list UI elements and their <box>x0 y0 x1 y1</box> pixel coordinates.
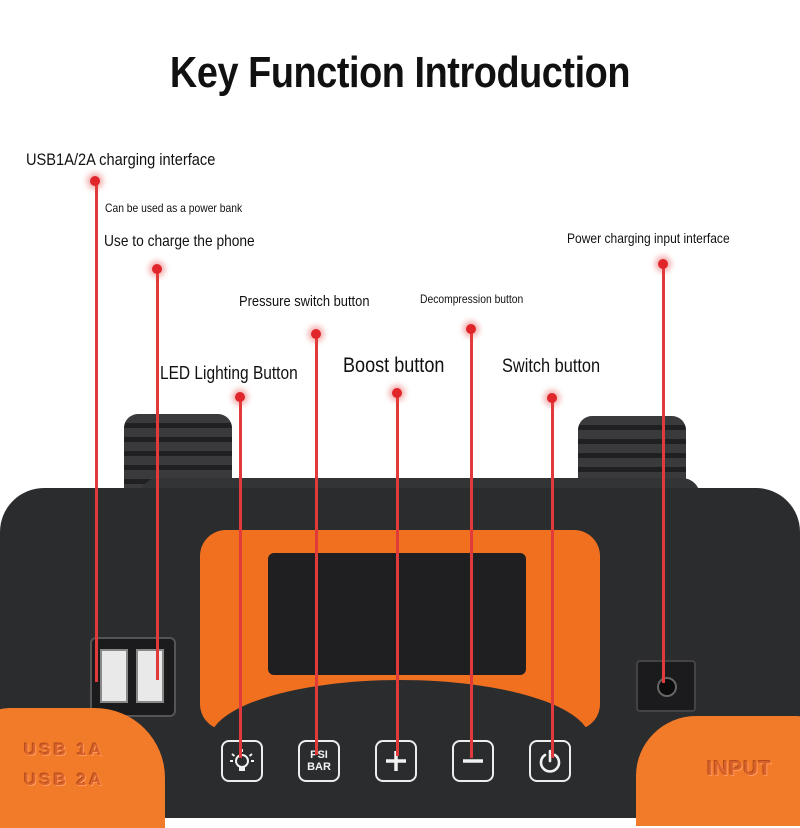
leader-decompression <box>470 330 473 758</box>
label-usb-interface: USB1A/2A charging interface <box>26 150 216 169</box>
minus-icon <box>463 759 483 763</box>
leader-led <box>239 398 242 758</box>
page-title: Key Function Introduction <box>169 48 631 97</box>
marker-phone <box>152 264 162 274</box>
lightbulb-icon <box>230 749 254 771</box>
leader-boost <box>396 394 399 756</box>
leader-usb <box>95 182 98 682</box>
dc-input-port[interactable] <box>636 660 696 712</box>
label-charge-phone: Use to charge the phone <box>104 233 255 250</box>
marker-usb <box>90 176 100 186</box>
psi-label: PSI <box>310 749 328 761</box>
label-switch: Switch button <box>502 356 601 377</box>
led-lighting-button[interactable] <box>221 740 263 782</box>
usb-slot-2a <box>136 649 164 703</box>
label-decompression: Decompression button <box>420 292 524 306</box>
psi-bar-icon: PSI BAR <box>307 749 331 773</box>
marker-switch <box>547 393 557 403</box>
power-switch-button[interactable] <box>529 740 571 782</box>
usb-slot-1a <box>100 649 128 703</box>
marker-pressure <box>311 329 321 339</box>
usb-1a-text: USB 1A <box>24 740 105 759</box>
decompression-button[interactable] <box>452 740 494 782</box>
label-boost: Boost button <box>343 354 445 377</box>
input-text: INPUT <box>707 758 772 780</box>
usb-2a-text: USB 2A <box>24 770 105 789</box>
usb-port[interactable] <box>90 637 176 717</box>
leader-switch <box>551 398 554 758</box>
label-led-lighting: LED Lighting Button <box>160 363 298 383</box>
marker-decompression <box>466 324 476 334</box>
label-power-input: Power charging input interface <box>567 230 730 246</box>
leader-pressure <box>315 335 318 755</box>
leader-power-input <box>662 265 665 683</box>
pressure-switch-button[interactable]: PSI BAR <box>298 740 340 782</box>
usb-cover <box>0 708 165 828</box>
bar-label: BAR <box>307 761 331 773</box>
leader-phone <box>156 270 159 680</box>
label-power-bank: Can be used as a power bank <box>105 201 243 215</box>
label-pressure-switch: Pressure switch button <box>239 293 370 310</box>
marker-led <box>235 392 245 402</box>
marker-power-input <box>658 259 668 269</box>
dc-input-hole <box>657 677 677 697</box>
marker-boost <box>392 388 402 398</box>
power-icon <box>539 749 561 773</box>
